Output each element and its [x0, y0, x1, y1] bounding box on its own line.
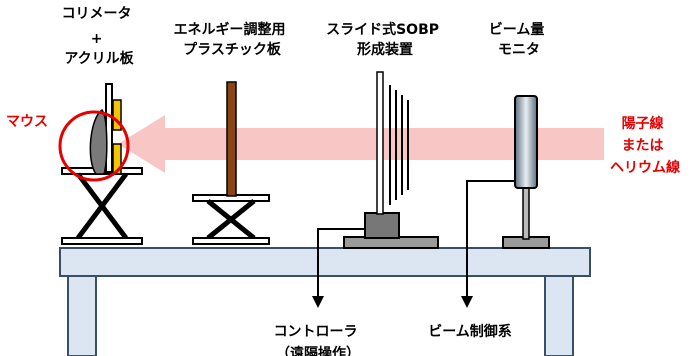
energy-plastic-plate	[226, 81, 237, 197]
beam-control-cable	[461, 180, 515, 308]
energy-plate-label: エネルギー調整用 プラスチック板	[174, 21, 291, 58]
beam-monitor	[502, 95, 550, 249]
controller-label: コントローラ （遠隔操作）	[274, 324, 363, 356]
mouse-specimen	[89, 108, 108, 175]
controller-cable	[312, 228, 366, 308]
mouse-label: マウス	[6, 114, 48, 130]
beam-source-label: 陽子線 または ヘリウム線	[610, 115, 680, 176]
scissor-stand-energy-plate	[192, 194, 270, 245]
mouse-highlight-circle	[58, 110, 130, 182]
table	[59, 247, 591, 356]
beam-arrow	[118, 115, 604, 173]
beam-monitor-label: ビーム量 モニタ	[489, 22, 549, 58]
collimator-acrylic	[105, 83, 122, 175]
sobp-label: スライド式SOBP 形成装置	[326, 21, 444, 58]
beam-control-label: ビーム制御系	[428, 323, 512, 340]
collimator-label: コリメータ + アクリル板	[62, 6, 137, 67]
sobp-device	[343, 71, 439, 249]
